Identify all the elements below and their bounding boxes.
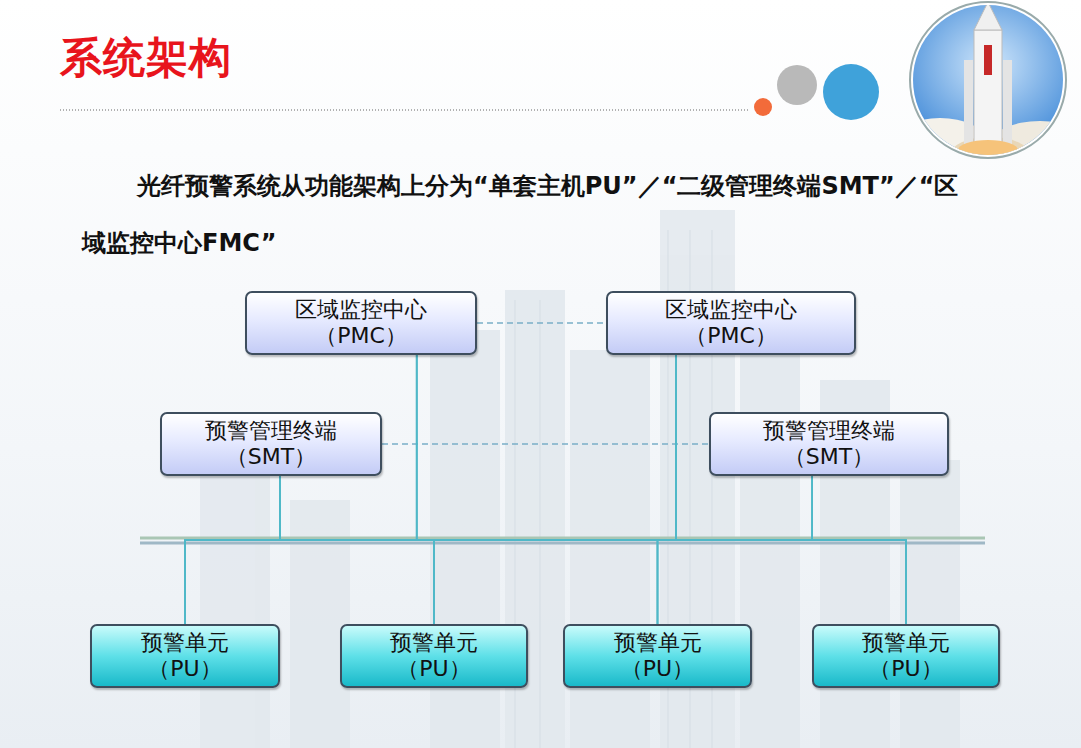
bus-link bbox=[185, 355, 417, 624]
peer-link bbox=[382, 443, 709, 445]
bus-link bbox=[434, 476, 812, 624]
terminal-box: 预警管理终端（SMT） bbox=[160, 412, 382, 476]
bus-link bbox=[417, 355, 906, 624]
box-abbrev: （PU） bbox=[621, 656, 694, 682]
bus-link bbox=[676, 355, 906, 624]
bus-link bbox=[417, 355, 434, 624]
title-rule bbox=[60, 110, 748, 111]
box-abbrev: （SMT） bbox=[226, 444, 316, 470]
box-abbrev: （SMT） bbox=[784, 444, 874, 470]
bus-link bbox=[185, 476, 812, 624]
box-name: 预警单元 bbox=[862, 630, 950, 656]
box-abbrev: （PMC） bbox=[315, 323, 407, 349]
box-name: 预警管理终端 bbox=[763, 418, 895, 444]
monitor-center-box: 区域监控中心（PMC） bbox=[245, 291, 477, 355]
box-abbrev: （PMC） bbox=[685, 323, 777, 349]
bus-link bbox=[280, 476, 658, 624]
box-name: 预警单元 bbox=[614, 630, 702, 656]
bus-link bbox=[185, 355, 676, 624]
peer-link bbox=[477, 322, 606, 324]
intro-text: 光纤预警系统从功能架构上分为“单套主机PU”／“二级管理终端SMT”／“区域监控… bbox=[82, 158, 972, 272]
deco-dot bbox=[754, 98, 772, 116]
box-name: 预警单元 bbox=[141, 630, 229, 656]
bus-link bbox=[280, 476, 434, 624]
bus-link bbox=[812, 476, 906, 624]
rocket-picture bbox=[895, 0, 1081, 173]
unit-box: 预警单元（PU） bbox=[812, 624, 1000, 688]
deco-dot bbox=[777, 65, 817, 105]
box-name: 预警单元 bbox=[390, 630, 478, 656]
bus-link bbox=[434, 355, 676, 624]
unit-box: 预警单元（PU） bbox=[340, 624, 528, 688]
terminal-box: 预警管理终端（SMT） bbox=[709, 412, 949, 476]
bus-link bbox=[658, 476, 813, 624]
monitor-center-box: 区域监控中心（PMC） bbox=[606, 291, 856, 355]
bus-link bbox=[280, 476, 906, 624]
box-abbrev: （PU） bbox=[148, 656, 221, 682]
bus-link bbox=[417, 355, 658, 624]
unit-box: 预警单元（PU） bbox=[90, 624, 280, 688]
deco-dot bbox=[823, 64, 879, 120]
box-name: 区域监控中心 bbox=[295, 297, 427, 323]
box-abbrev: （PU） bbox=[397, 656, 470, 682]
box-abbrev: （PU） bbox=[869, 656, 942, 682]
box-name: 预警管理终端 bbox=[205, 418, 337, 444]
slide-title: 系统架构 bbox=[60, 30, 232, 86]
bus-link bbox=[658, 355, 677, 624]
unit-box: 预警单元（PU） bbox=[563, 624, 752, 688]
bus-link bbox=[185, 476, 280, 624]
box-name: 区域监控中心 bbox=[665, 297, 797, 323]
